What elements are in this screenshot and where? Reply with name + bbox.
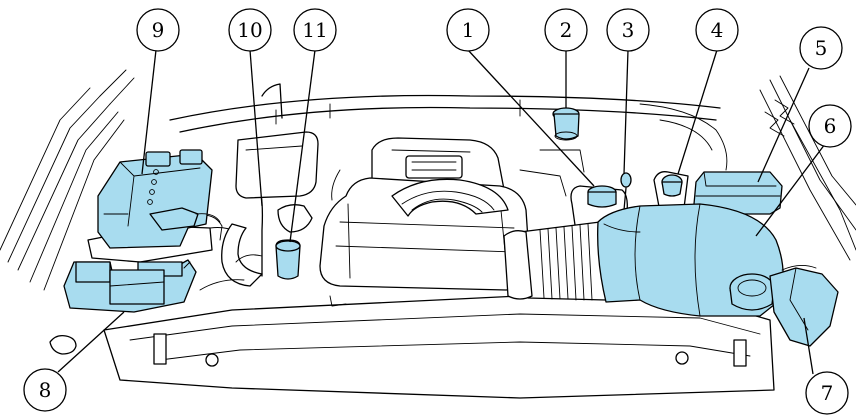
svg-text:7: 7 <box>821 381 834 405</box>
engine-cover <box>320 178 530 290</box>
part-11 <box>276 240 300 279</box>
callout-6: 6 <box>809 105 851 147</box>
callout-11: 11 <box>294 9 336 51</box>
callout-3: 3 <box>607 9 649 51</box>
svg-text:2: 2 <box>560 18 573 42</box>
svg-text:6: 6 <box>824 114 837 138</box>
svg-text:11: 11 <box>302 18 327 42</box>
callout-5: 5 <box>800 27 842 69</box>
radiator-support <box>50 296 774 398</box>
left-hoses <box>200 132 318 290</box>
leader-5 <box>758 68 809 182</box>
callout-9: 9 <box>137 9 179 51</box>
callout-2: 2 <box>545 9 587 51</box>
callout-1: 1 <box>447 9 489 51</box>
part-2-cap <box>553 108 579 140</box>
callout-8: 8 <box>24 369 66 411</box>
svg-text:9: 9 <box>152 18 165 42</box>
callout-7: 7 <box>806 372 848 414</box>
svg-text:5: 5 <box>815 36 828 60</box>
callout-4: 4 <box>696 9 738 51</box>
svg-text:4: 4 <box>711 18 724 42</box>
svg-text:3: 3 <box>622 18 635 42</box>
part-7-inlet-duct <box>770 265 838 346</box>
right-fender-lines <box>760 76 856 260</box>
svg-text:1: 1 <box>462 18 475 42</box>
svg-text:8: 8 <box>39 378 52 402</box>
callout-10: 10 <box>229 9 271 51</box>
power-distribution-box <box>64 260 196 312</box>
svg-text:10: 10 <box>237 18 262 42</box>
